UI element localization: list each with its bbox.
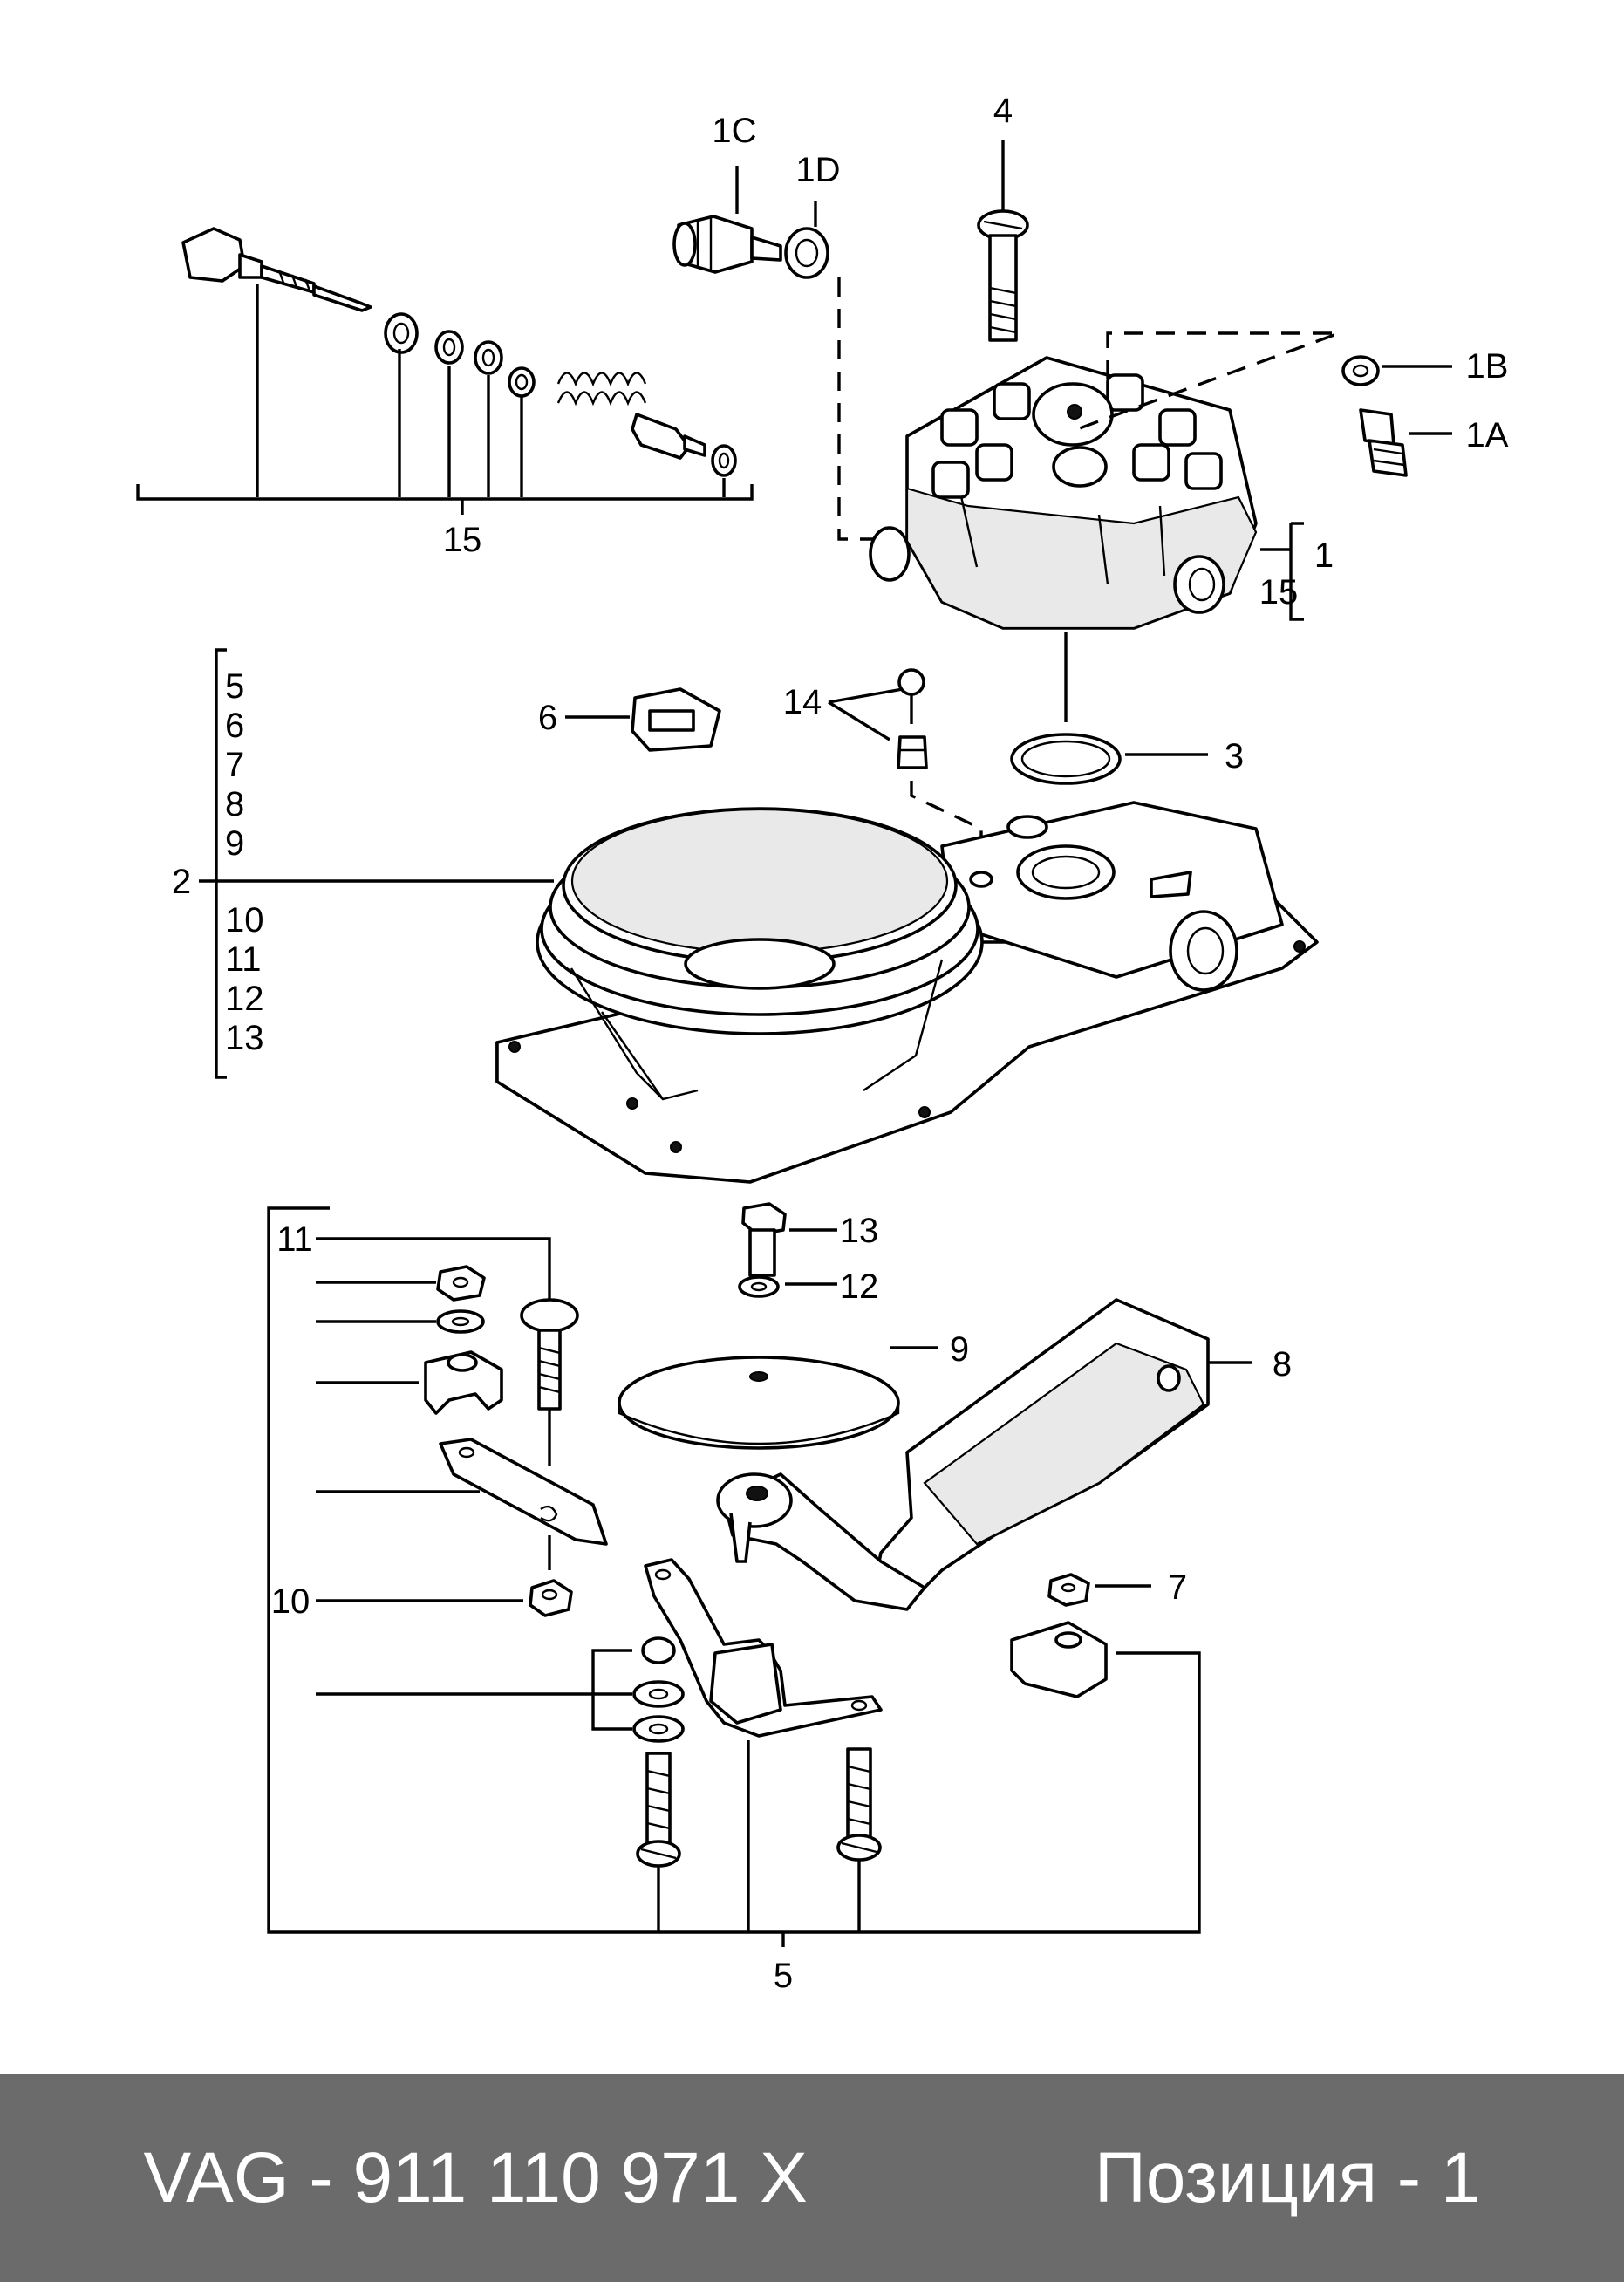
nut-10 bbox=[529, 1579, 573, 1617]
nut-7 bbox=[1047, 1573, 1090, 1607]
clamp-block bbox=[424, 1350, 503, 1415]
plate-9 bbox=[618, 1356, 900, 1450]
o-ring-3 bbox=[1010, 733, 1122, 785]
hook-14 bbox=[897, 668, 928, 769]
label-1B: 1B bbox=[1466, 347, 1509, 386]
position-text: Позиция - 1 bbox=[1094, 2138, 1481, 2217]
stacked-washers bbox=[632, 1636, 685, 1743]
block-7 bbox=[1010, 1621, 1108, 1698]
fitting-1C bbox=[672, 215, 782, 274]
list-item-9: 9 bbox=[225, 824, 244, 863]
label-13: 13 bbox=[840, 1212, 879, 1250]
label-1C: 1C bbox=[712, 112, 756, 150]
list-item-11: 11 bbox=[225, 940, 262, 979]
strap-plate bbox=[439, 1438, 608, 1546]
label-15-right: 15 bbox=[1259, 573, 1299, 611]
label-14: 14 bbox=[783, 683, 822, 721]
fitting-1A bbox=[1359, 408, 1408, 477]
label-1D: 1D bbox=[795, 151, 840, 189]
linkage-arm bbox=[644, 1558, 883, 1738]
label-6: 6 bbox=[538, 699, 557, 737]
list-item-8: 8 bbox=[225, 785, 244, 823]
label-3: 3 bbox=[1225, 737, 1244, 775]
label-15-top: 15 bbox=[443, 521, 482, 559]
nut-small bbox=[436, 1265, 486, 1302]
label-9: 9 bbox=[950, 1330, 969, 1369]
list-item-5: 5 bbox=[225, 667, 244, 706]
bolt-13 bbox=[741, 1202, 787, 1277]
list-item-10: 10 bbox=[225, 901, 264, 939]
label-1: 1 bbox=[1314, 536, 1334, 575]
label-12: 12 bbox=[840, 1267, 879, 1306]
screw-left-bottom bbox=[636, 1752, 681, 1868]
part-number-text: VAG - 911 110 971 X bbox=[143, 2138, 808, 2217]
label-5: 5 bbox=[774, 1957, 793, 1995]
washer-1B bbox=[1341, 355, 1380, 386]
label-11: 11 bbox=[276, 1220, 313, 1259]
screw-4 bbox=[977, 209, 1029, 342]
washer-12 bbox=[738, 1275, 780, 1298]
list-item-13: 13 bbox=[225, 1019, 264, 1057]
lever-8 bbox=[716, 1298, 1210, 1611]
label-8: 8 bbox=[1273, 1345, 1292, 1384]
distributor-head-1 bbox=[869, 356, 1258, 630]
list-item-12: 12 bbox=[225, 980, 264, 1018]
footer-bar: VAG - 911 110 971 X Позиция - 1 bbox=[0, 2074, 1624, 2282]
callout-15-bracket bbox=[136, 284, 754, 515]
washer-small bbox=[436, 1309, 485, 1334]
exploded-parts-diagram: 15 1C 1D 4 bbox=[136, 92, 1509, 1995]
label-10: 10 bbox=[271, 1582, 310, 1621]
needle-valve-assembly bbox=[181, 227, 737, 477]
list-item-7: 7 bbox=[225, 746, 244, 784]
label-7: 7 bbox=[1168, 1568, 1187, 1607]
label-1A: 1A bbox=[1466, 416, 1509, 454]
label-4: 4 bbox=[993, 92, 1013, 130]
label-2: 2 bbox=[172, 863, 191, 901]
screw-right-bottom bbox=[836, 1747, 882, 1862]
housing-2 bbox=[495, 801, 1319, 1184]
housing-2-contents-list: 5 6 7 8 9 10 11 12 13 bbox=[225, 667, 264, 1057]
list-item-6: 6 bbox=[225, 707, 244, 745]
connector-6 bbox=[631, 687, 721, 752]
washer-1D bbox=[784, 227, 829, 279]
screw-11 bbox=[520, 1298, 579, 1411]
